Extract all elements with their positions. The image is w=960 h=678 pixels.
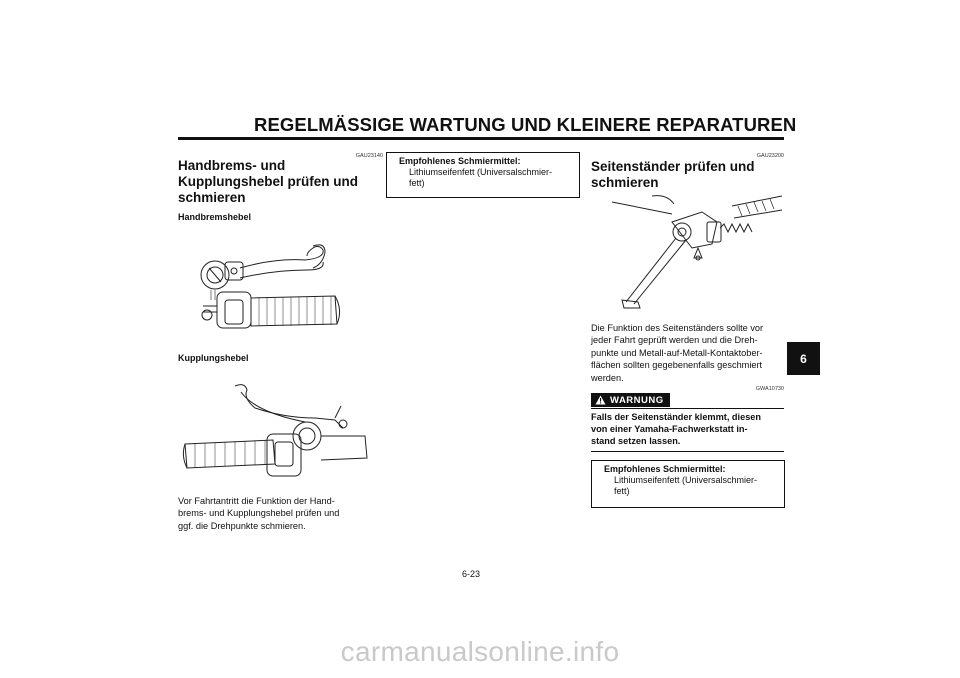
figure-caption-brake-lever: Handbremshebel bbox=[178, 212, 252, 222]
warning-top-rule bbox=[591, 408, 784, 409]
section-title-line: Handbrems- und bbox=[178, 158, 286, 173]
warning-line: stand setzen lassen. bbox=[591, 436, 681, 447]
body-line: brems- und Kupplungshebel prüfen und bbox=[178, 508, 340, 519]
lubricant-value: Lithiumseifenfett (Universalschmier- bbox=[614, 475, 758, 485]
watermark: carmanualsonline.info bbox=[340, 636, 620, 667]
lubricant-title: Empfohlenes Schmiermittel: bbox=[399, 156, 521, 166]
body-line: flächen sollten gegebenenfalls geschmier… bbox=[591, 360, 763, 371]
warning-badge: WARNUNG bbox=[591, 393, 670, 407]
brake-lever-illustration bbox=[200, 244, 341, 329]
body-line: Vor Fahrtantritt die Funktion der Hand- bbox=[178, 496, 335, 506]
lubricant-box: Empfohlenes Schmiermittel: Lithiumseifen… bbox=[591, 460, 785, 508]
page-number: 6-23 bbox=[462, 569, 481, 579]
section-code: GAU23140 bbox=[355, 153, 383, 159]
section-title-line: Kupplungshebel prüfen und bbox=[178, 174, 358, 189]
sidestand-illustration bbox=[611, 195, 783, 309]
body-line: punkte und Metall-auf-Metall-Kontaktober… bbox=[591, 347, 763, 358]
section-title-line: schmieren bbox=[591, 175, 659, 190]
body-line: Die Funktion des Seitenständers sollte v… bbox=[591, 323, 764, 333]
section-title-sidestand: Seitenständer prüfen und schmieren bbox=[591, 159, 786, 191]
warning-triangle-icon bbox=[595, 395, 606, 405]
lubricant-box: Empfohlenes Schmiermittel: Lithiumseifen… bbox=[386, 152, 580, 198]
warning-line: Falls der Seitenständer klemmt, diesen bbox=[591, 412, 762, 422]
header-rule bbox=[178, 137, 784, 140]
lubricant-value: fett) bbox=[614, 486, 630, 496]
body-line: jeder Fahrt geprüft werden und die Dreh- bbox=[591, 335, 758, 346]
warning-line: von einer Yamaha-Fachwerkstatt in- bbox=[591, 424, 748, 435]
warning-text: Falls der Seitenständer klemmt, diesen v… bbox=[591, 411, 784, 448]
section-title-levers: Handbrems- und Kupplungshebel prüfen und… bbox=[178, 158, 388, 206]
levers-body-text: Vor Fahrtantritt die Funktion der Hand- … bbox=[178, 495, 388, 532]
lubricant-value: fett) bbox=[409, 178, 425, 188]
section-code: GAU23200 bbox=[756, 153, 784, 159]
section-title-line: schmieren bbox=[178, 190, 246, 205]
warning-label: WARNUNG bbox=[610, 394, 664, 406]
lubricant-title: Empfohlenes Schmiermittel: bbox=[604, 464, 726, 474]
lubricant-value: Lithiumseifenfett (Universalschmier- bbox=[409, 167, 553, 177]
clutch-lever-illustration bbox=[182, 384, 368, 477]
body-line: werden. bbox=[591, 372, 624, 383]
sidestand-body-text: Die Funktion des Seitenständers sollte v… bbox=[591, 322, 786, 384]
chapter-tab[interactable]: 6 bbox=[787, 342, 820, 375]
page-header-title: REGELMÄSSIGE WARTUNG UND KLEINERE REPARA… bbox=[254, 114, 797, 135]
section-title-line: Seitenständer prüfen und bbox=[591, 159, 755, 174]
warning-bottom-rule bbox=[591, 451, 784, 453]
warning-code: GWA10730 bbox=[755, 386, 784, 392]
figure-caption-clutch-lever: Kupplungshebel bbox=[178, 353, 249, 363]
body-line: ggf. die Drehpunkte schmieren. bbox=[178, 520, 306, 531]
